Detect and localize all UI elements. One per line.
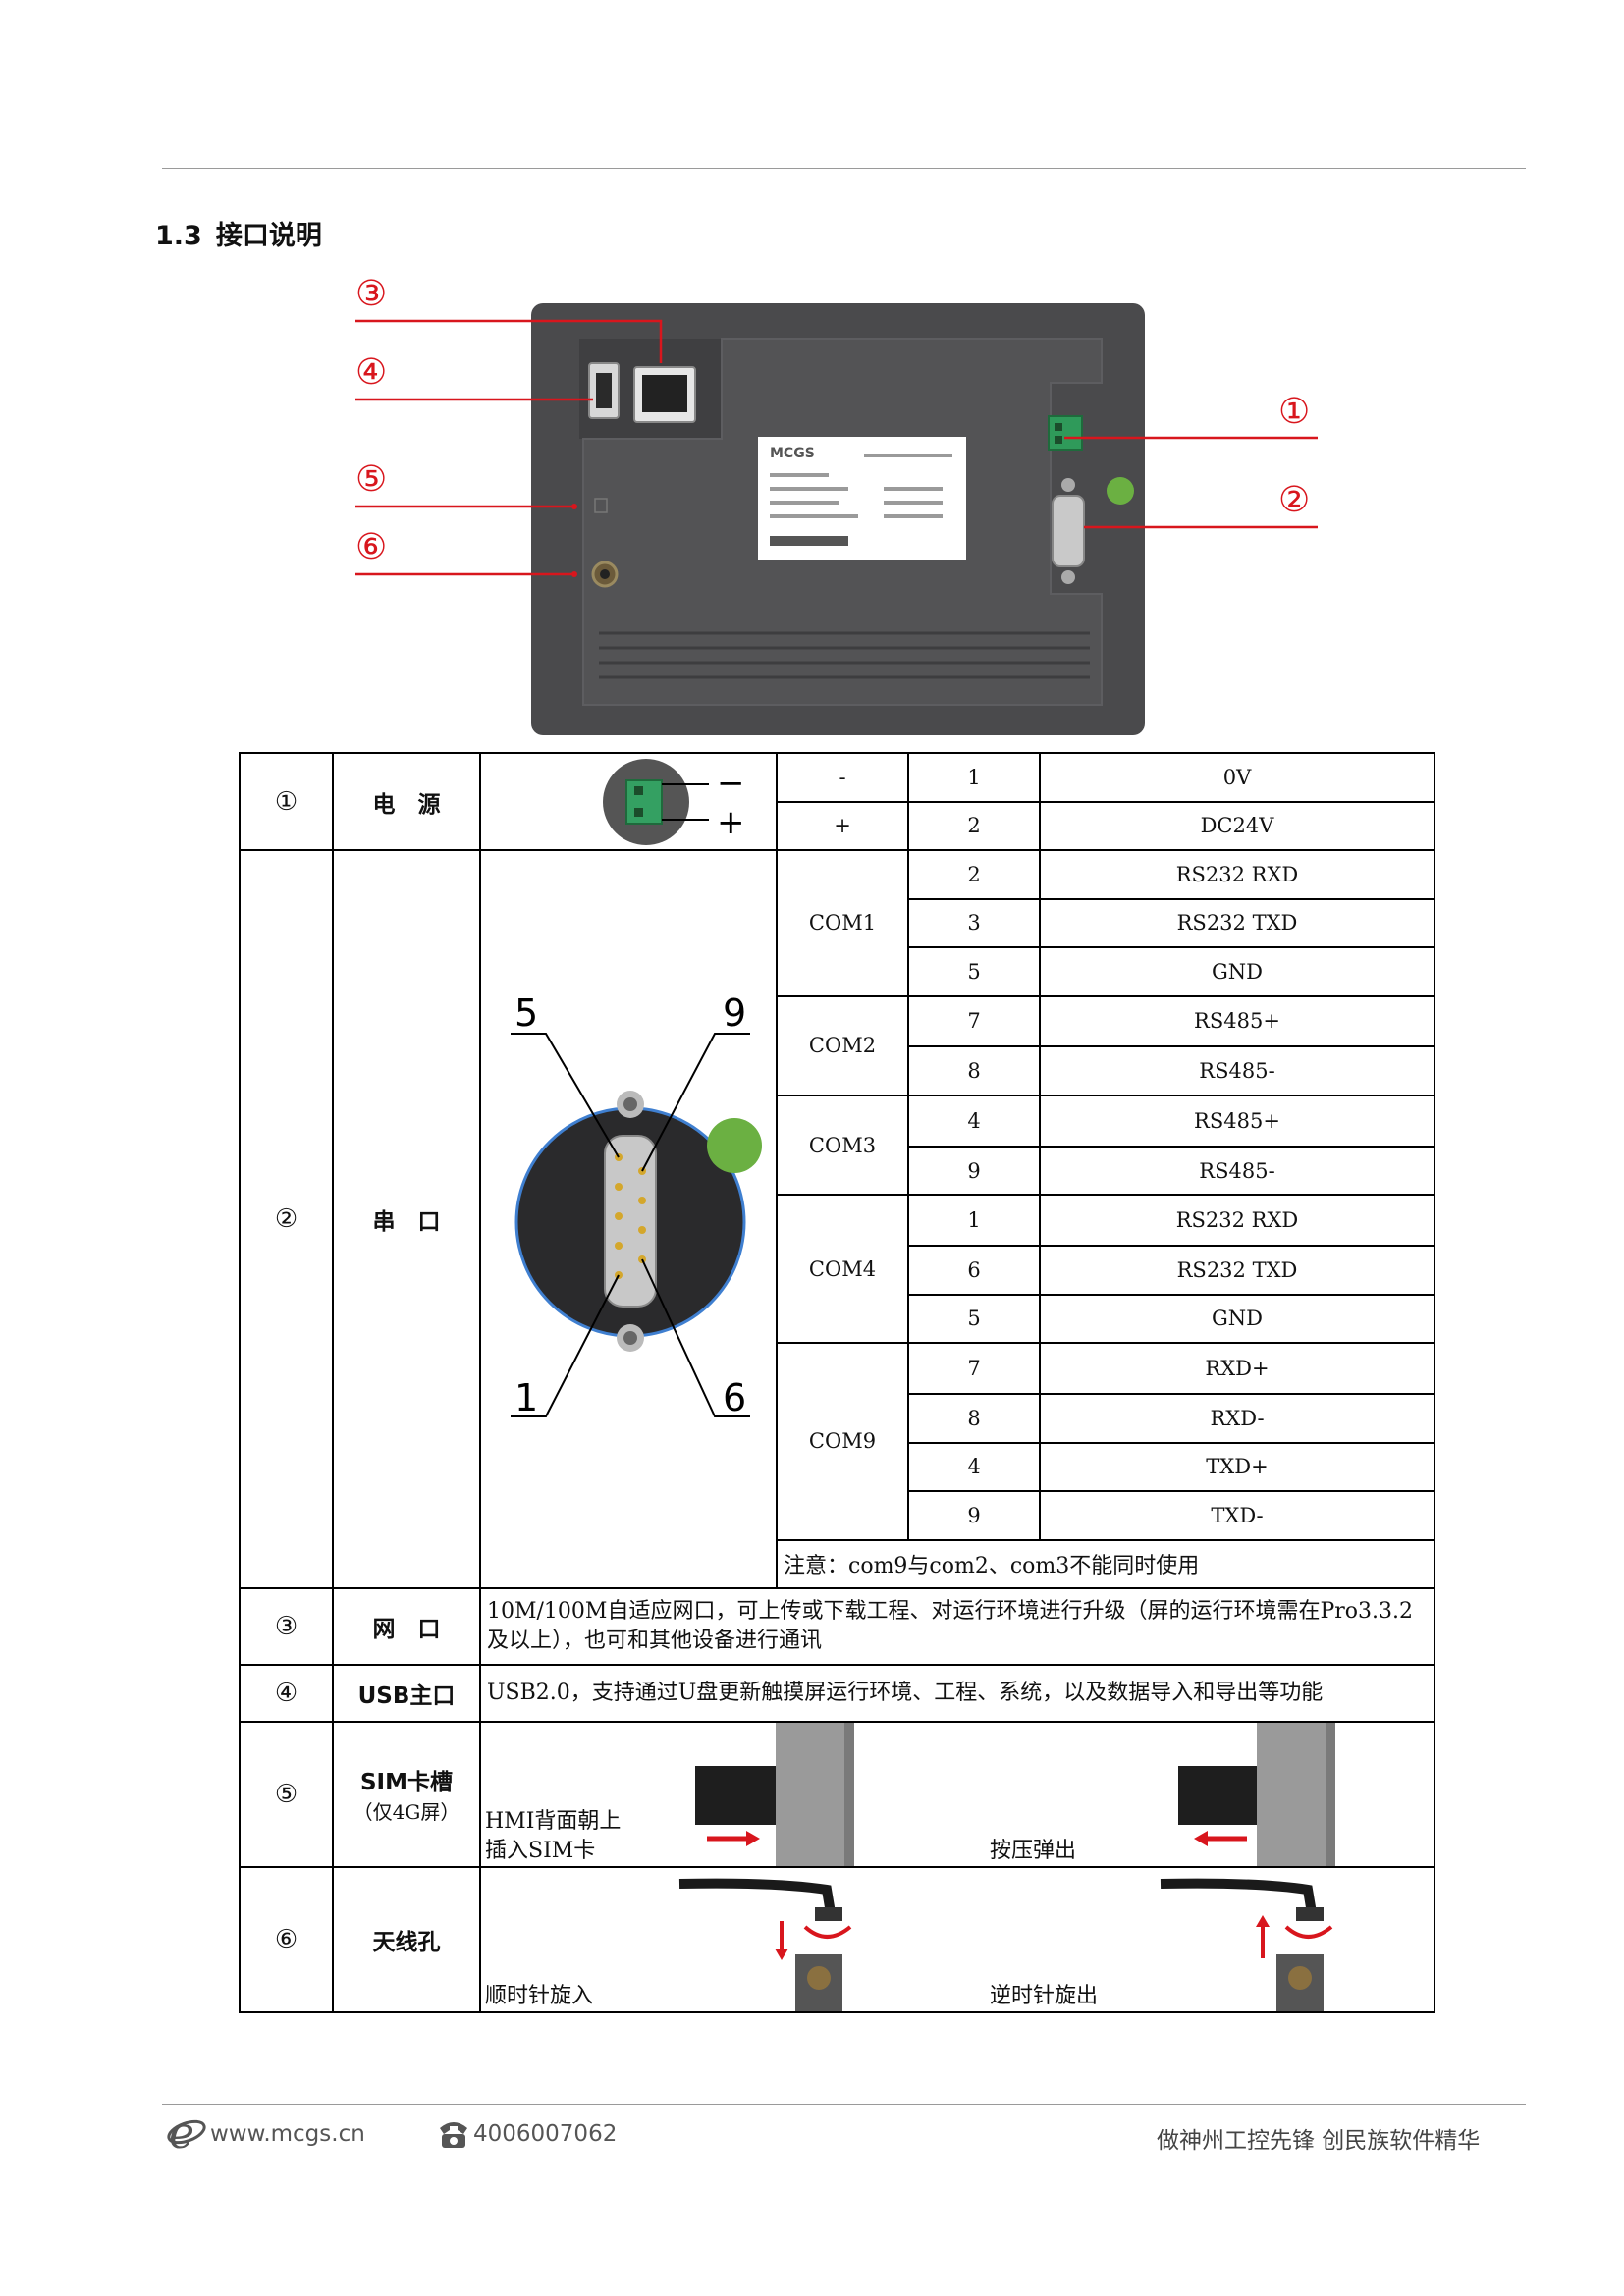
db9-pin9-label: 9 — [723, 991, 746, 1035]
usb-description: USB2.0，支持通过U盘更新触摸屏运行环境、工程、系统，以及数据导入和导出等功… — [479, 1664, 1435, 1723]
serial-label: 串 口 — [332, 849, 481, 1589]
svg-text:e: e — [169, 2110, 194, 2154]
serial-signal-cell: GND — [1039, 946, 1435, 997]
db9-cell: 5 9 1 6 — [479, 849, 778, 1589]
power-pin-cell: 2 — [907, 800, 1041, 851]
db9-pin5-label: 5 — [514, 991, 538, 1035]
power-plug-illustration: − + — [603, 759, 745, 845]
sim-insert-line1: HMI背面朝上 — [485, 1808, 622, 1834]
section-heading: 接口说明 — [215, 221, 322, 251]
serial-signal-cell: TXD+ — [1039, 1441, 1435, 1492]
db9-pin6-label: 6 — [723, 1376, 746, 1419]
sim-label: SIM卡槽 — [359, 1770, 453, 1795]
section-number: 1.3 — [155, 221, 202, 251]
com-group-cell: COM2 — [776, 994, 909, 1096]
serial-signal-cell: RXD- — [1039, 1393, 1435, 1444]
sim-sublabel: （仅4G屏） — [352, 1800, 460, 1824]
serial-number: ② — [239, 849, 334, 1589]
device-back-panel-illustration: MCGS — [355, 303, 1318, 735]
serial-pin-cell: 8 — [907, 1045, 1041, 1096]
serial-signal-cell: RS232 TXD — [1039, 1245, 1435, 1296]
power-sign-cell: + — [776, 800, 909, 851]
serial-signal-cell: RS232 TXD — [1039, 897, 1435, 948]
usb-label: USB主口 — [332, 1664, 481, 1723]
footer-website: www.mcgs.cn — [210, 2121, 365, 2147]
antenna-label: 天线孔 — [332, 1865, 481, 2013]
callout-6: ⑥ — [355, 527, 388, 567]
ie-logo-icon: e — [167, 2110, 206, 2154]
sim-label-cell: SIM卡槽 （仅4G屏） — [332, 1720, 481, 1868]
serial-pin-cell: 6 — [907, 1245, 1041, 1296]
label-plate-brand: MCGS — [770, 446, 815, 461]
serial-pin-cell: 7 — [907, 994, 1041, 1048]
serial-signal-cell: RS485- — [1039, 1045, 1435, 1096]
plug-plus-sign: + — [717, 803, 745, 842]
callout-3: ③ — [355, 274, 388, 314]
interface-spec-table: ① 电 源 − + - 1 0V + 2 DC24V ② 串 口 — [239, 752, 1435, 2013]
serial-pin-cell: 8 — [907, 1393, 1041, 1444]
serial-pin-cell: 9 — [907, 1490, 1041, 1541]
footer-phone: 4006007062 — [473, 2121, 618, 2147]
power-plug-cell: − + — [479, 752, 778, 851]
header-rule — [162, 168, 1526, 169]
sim-illustration-cell: HMI背面朝上 插入SIM卡 按压弹出 — [479, 1720, 1435, 1868]
db9-connector-illustration: 5 9 1 6 — [511, 991, 762, 1419]
serial-signal-cell: RS485+ — [1039, 1094, 1435, 1148]
power-signal-cell: 0V — [1039, 752, 1435, 803]
callout-5: ⑤ — [355, 459, 388, 500]
antenna-ccw-caption: 逆时针旋出 — [990, 1983, 1099, 2008]
phone-icon — [440, 2122, 467, 2148]
ethernet-number: ③ — [239, 1587, 334, 1666]
antenna-number: ⑥ — [239, 1865, 334, 2013]
serial-pin-cell: 9 — [907, 1145, 1041, 1197]
serial-pin-cell: 1 — [907, 1194, 1041, 1248]
power-number: ① — [239, 752, 334, 851]
ethernet-label: 网 口 — [332, 1587, 481, 1666]
com-group-cell: COM9 — [776, 1342, 909, 1541]
serial-pin-cell: 3 — [907, 897, 1041, 948]
serial-signal-cell: RS232 RXD — [1039, 849, 1435, 900]
callout-1: ① — [1278, 392, 1311, 432]
com-group-cell: COM3 — [776, 1094, 909, 1197]
footer-slogan: 做神州工控先锋 创民族软件精华 — [1157, 2128, 1481, 2154]
sim-insert-caption: HMI背面朝上 插入SIM卡 — [485, 1807, 621, 1866]
plug-minus-sign: − — [717, 764, 745, 803]
serial-pin-cell: 5 — [907, 1293, 1041, 1345]
antenna-illustration — [678, 1878, 1333, 2011]
power-sign-cell: - — [776, 752, 909, 803]
power-pin-cell: 1 — [907, 752, 1041, 803]
serial-signal-cell: RXD+ — [1039, 1342, 1435, 1395]
sim-insert-line2: 插入SIM卡 — [485, 1838, 596, 1863]
db9-pin1-label: 1 — [514, 1376, 538, 1419]
com-group-cell: COM1 — [776, 849, 909, 997]
serial-note: 注意：com9与com2、com3不能同时使用 — [776, 1538, 1435, 1589]
sim-eject-caption: 按压弹出 — [990, 1838, 1077, 1863]
ethernet-description: 10M/100M自适应网口，可上传或下载工程、对运行环境进行升级（屏的运行环境需… — [479, 1587, 1435, 1666]
serial-pin-cell: 4 — [907, 1441, 1041, 1492]
sim-number: ⑤ — [239, 1720, 334, 1868]
com-group-cell: COM4 — [776, 1194, 909, 1345]
antenna-illustration-cell: 顺时针旋入 逆时针旋出 — [479, 1865, 1435, 2013]
serial-pin-cell: 7 — [907, 1342, 1041, 1395]
serial-pin-cell: 5 — [907, 946, 1041, 997]
device-figure: MCGS ③ ④ ⑤ ⑥ ① ② — [0, 0, 1624, 746]
callout-4: ④ — [355, 352, 388, 393]
serial-pin-cell: 2 — [907, 849, 1041, 900]
serial-signal-cell: RS485+ — [1039, 994, 1435, 1048]
serial-pin-cell: 4 — [907, 1094, 1041, 1148]
callout-2: ② — [1278, 480, 1311, 520]
serial-signal-cell: TXD- — [1039, 1490, 1435, 1541]
footer-rule — [162, 2104, 1526, 2105]
serial-signal-cell: RS485- — [1039, 1145, 1435, 1197]
serial-signal-cell: GND — [1039, 1293, 1435, 1345]
sim-card-illustration — [695, 1722, 1335, 1866]
power-signal-cell: DC24V — [1039, 800, 1435, 851]
serial-signal-cell: RS232 RXD — [1039, 1194, 1435, 1248]
section-title: 1.3 接口说明 — [155, 214, 322, 252]
power-label: 电 源 — [332, 752, 481, 851]
usb-number: ④ — [239, 1664, 334, 1723]
antenna-cw-caption: 顺时针旋入 — [485, 1983, 594, 2008]
